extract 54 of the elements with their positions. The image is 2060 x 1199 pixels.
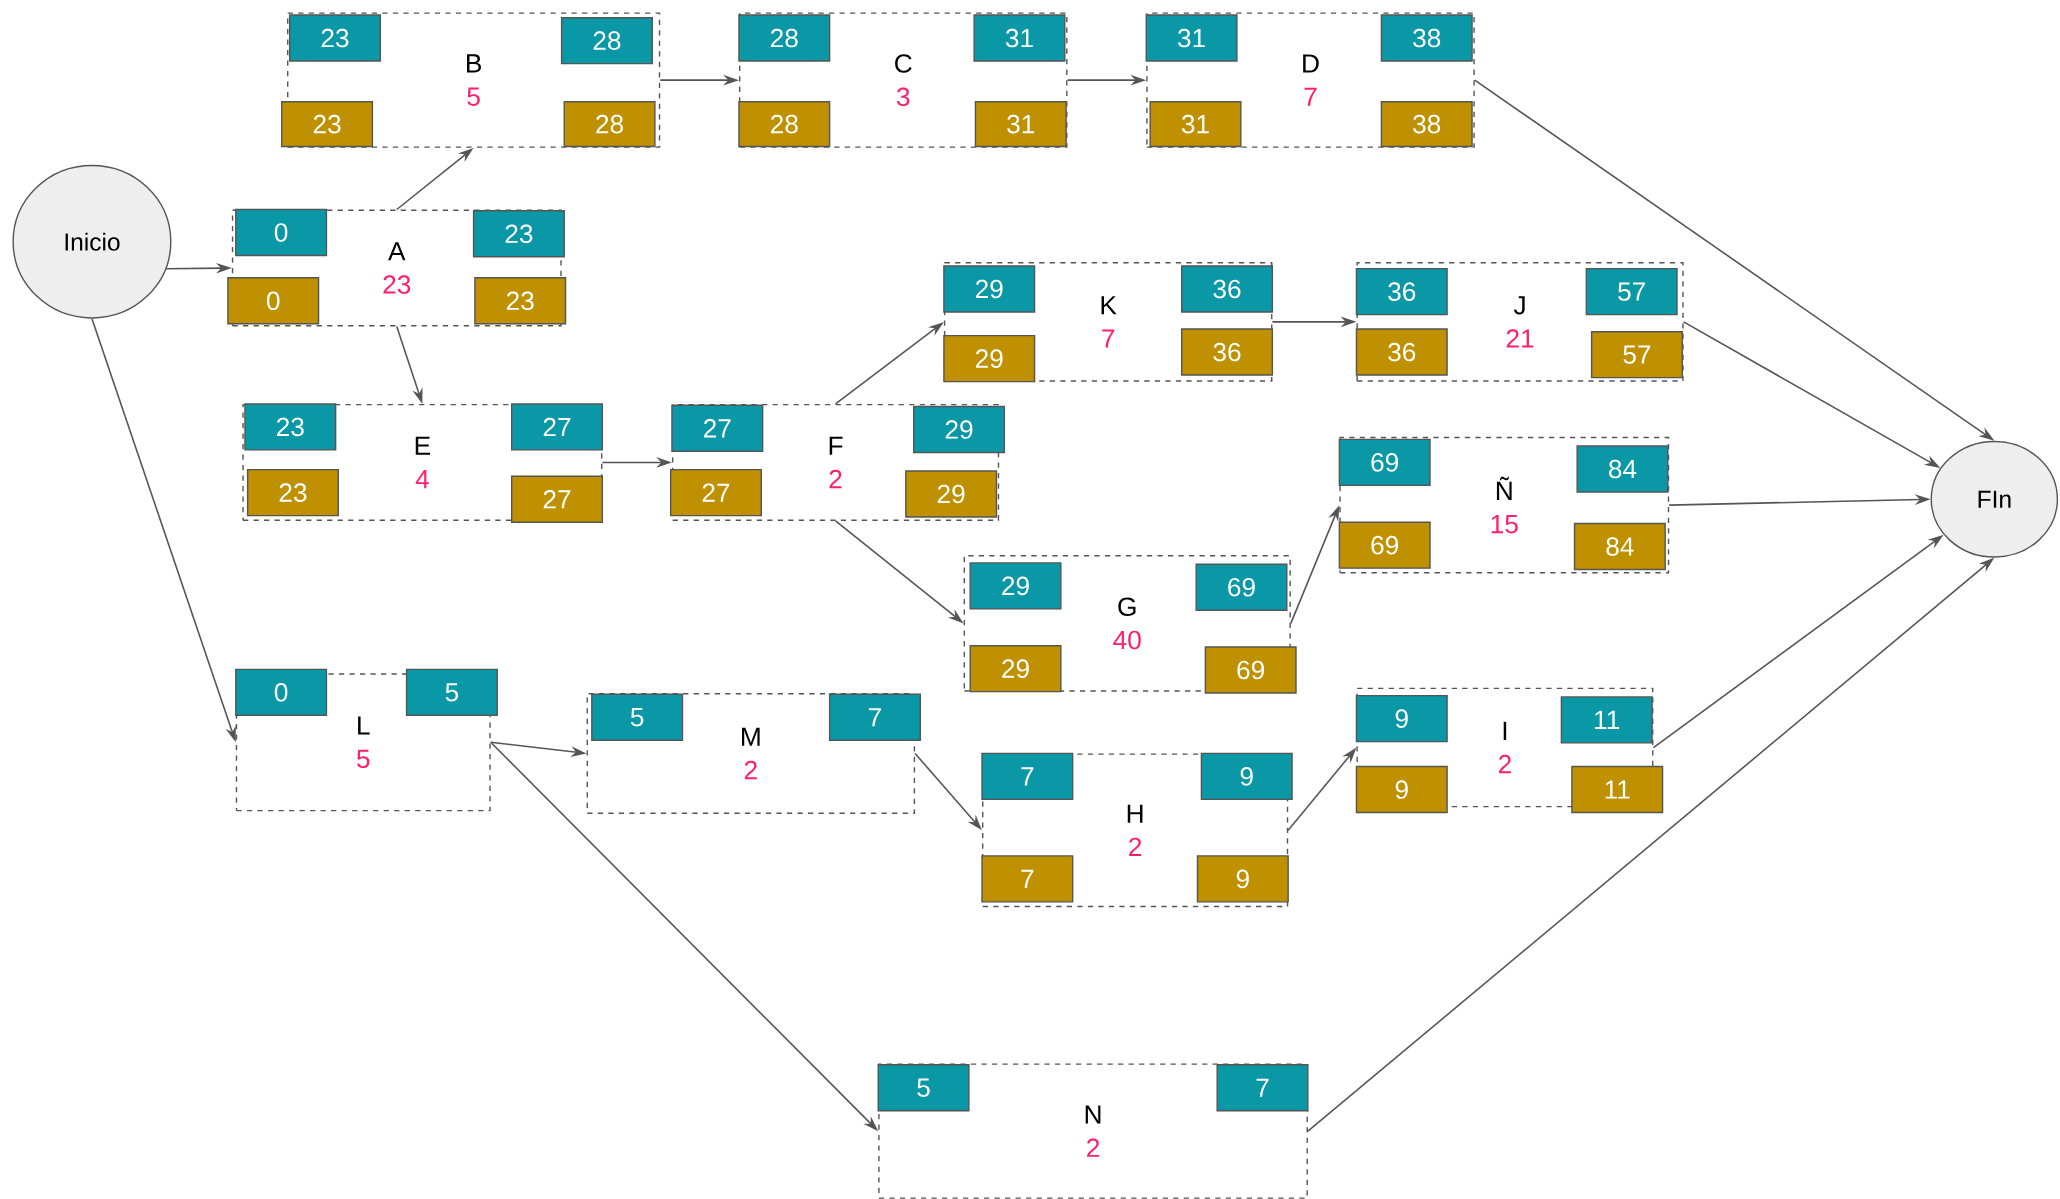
number-box: 31 <box>1145 14 1238 62</box>
number-box: 28 <box>738 100 831 147</box>
number-box: 27 <box>511 475 604 523</box>
number-box: 5 <box>591 693 684 741</box>
number-box: 69 <box>1338 521 1431 569</box>
number-box: 11 <box>1571 765 1664 813</box>
number-box: 27 <box>511 403 604 451</box>
number-box: 7 <box>828 693 921 741</box>
number-box: 23 <box>288 14 381 62</box>
number-box: 31 <box>973 14 1066 62</box>
number-box: 31 <box>1149 100 1242 147</box>
number-box: 36 <box>1181 265 1274 313</box>
number-box: 29 <box>913 405 1006 453</box>
number-box: 28 <box>738 14 831 62</box>
number-box: 38 <box>1380 14 1473 62</box>
number-box: 84 <box>1576 445 1669 493</box>
number-box: 36 <box>1355 267 1448 316</box>
number-box: 9 <box>1196 854 1289 903</box>
number-box: 36 <box>1181 328 1274 376</box>
number-box: 28 <box>560 16 653 65</box>
number-box: 7 <box>981 752 1074 800</box>
number-box: 28 <box>563 100 656 147</box>
number-box: 69 <box>1195 563 1288 611</box>
number-box: 27 <box>671 404 764 452</box>
number-box: 69 <box>1338 438 1431 486</box>
number-box: 0 <box>235 668 328 716</box>
number-box: 0 <box>235 208 328 256</box>
number-box: 9 <box>1200 752 1293 800</box>
number-box: 23 <box>244 403 337 451</box>
number-box: 84 <box>1573 522 1666 570</box>
number-box: 29 <box>943 334 1036 383</box>
number-box: 29 <box>943 265 1036 313</box>
number-box: 5 <box>877 1063 970 1112</box>
number-box: 36 <box>1355 328 1448 376</box>
number-box: 0 <box>227 276 320 325</box>
number-box: 69 <box>1204 646 1297 694</box>
number-box: 23 <box>246 468 339 517</box>
number-box: 9 <box>1355 765 1448 813</box>
number-box: 38 <box>1380 100 1473 147</box>
number-box: 7 <box>981 854 1074 903</box>
number-box: 23 <box>281 100 374 147</box>
number-box: 9 <box>1355 694 1448 743</box>
number-box: 57 <box>1585 267 1678 316</box>
number-box: 23 <box>474 276 567 325</box>
number-box: 11 <box>1560 695 1653 744</box>
number-box: 7 <box>1216 1063 1309 1112</box>
number-box: 29 <box>969 561 1062 610</box>
number-box: 57 <box>1590 330 1683 379</box>
number-box: 31 <box>974 100 1067 147</box>
number-box: 29 <box>905 470 998 518</box>
number-box: 27 <box>669 468 762 517</box>
number-box: 5 <box>405 668 498 716</box>
number-box: 29 <box>969 644 1062 693</box>
number-box: 23 <box>472 209 565 258</box>
